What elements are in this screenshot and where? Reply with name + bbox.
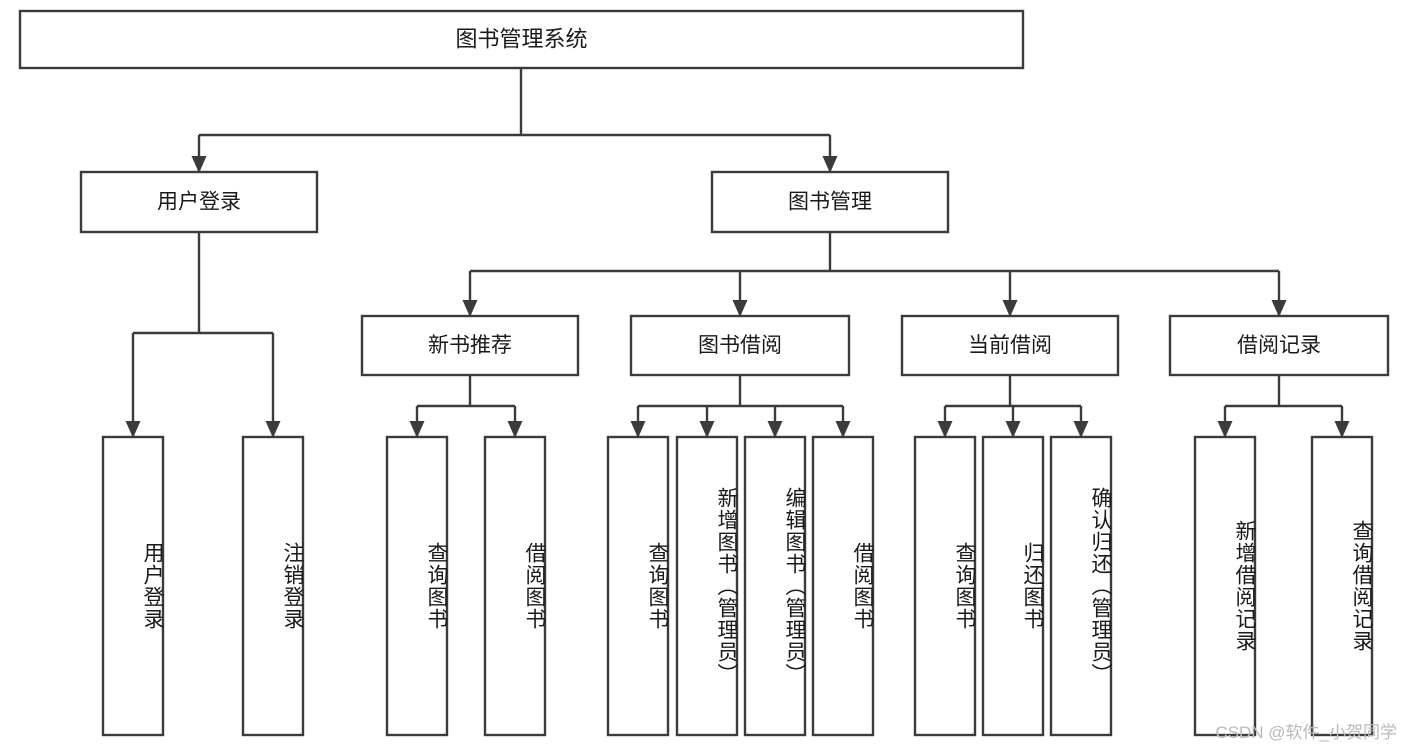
node-box-leaf-user-login[interactable] <box>101 435 165 737</box>
node-label-current-borrow: 当前借阅 <box>968 334 1052 357</box>
arrow-head-icon <box>409 421 425 438</box>
node-box-current-borrow[interactable] <box>900 314 1120 377</box>
node-label-book-management: 图书管理 <box>788 191 872 214</box>
node-box-leaf-borrow-book-2[interactable] <box>811 435 875 737</box>
arrow-head-icon <box>1334 421 1350 438</box>
boxes-layer <box>18 9 1390 737</box>
node-box-leaf-query-record[interactable] <box>1310 435 1374 737</box>
arrow-head-icon <box>125 421 141 438</box>
arrow-head-icon <box>462 300 478 317</box>
arrow-head-icon <box>822 156 838 173</box>
node-label-root: 图书管理系统 <box>455 26 587 51</box>
arrow-head-icon <box>630 421 646 438</box>
node-box-root[interactable] <box>18 9 1025 70</box>
arrow-head-icon <box>835 421 851 438</box>
arrow-head-icon <box>507 421 523 438</box>
node-label-new-book-recommend: 新书推荐 <box>428 334 512 357</box>
node-box-book-management[interactable] <box>710 170 950 234</box>
arrow-head-icon <box>699 421 715 438</box>
node-label-user-login: 用户登录 <box>157 191 241 214</box>
node-box-leaf-edit-book[interactable] <box>743 435 807 737</box>
node-label-book-borrow: 图书借阅 <box>698 334 782 357</box>
node-box-leaf-return-book[interactable] <box>981 435 1045 737</box>
arrow-head-icon <box>732 300 748 317</box>
node-box-leaf-logout[interactable] <box>241 435 305 737</box>
node-box-leaf-query-book-1[interactable] <box>385 435 449 737</box>
connectors-layer <box>125 68 1350 438</box>
node-box-new-book-recommend[interactable] <box>360 314 580 377</box>
arrow-head-icon <box>1005 421 1021 438</box>
arrow-head-icon <box>191 156 207 173</box>
node-box-leaf-query-book-2[interactable] <box>606 435 670 737</box>
csdn-watermark: CSDN @软件_小贺同学 <box>1215 723 1397 742</box>
node-box-borrow-record[interactable] <box>1168 314 1390 377</box>
arrow-head-icon <box>1271 300 1287 317</box>
node-box-book-borrow[interactable] <box>629 314 851 377</box>
arrow-head-icon <box>1002 300 1018 317</box>
node-box-leaf-add-book[interactable] <box>675 435 739 737</box>
node-box-leaf-query-book-3[interactable] <box>913 435 977 737</box>
node-box-leaf-borrow-book-1[interactable] <box>483 435 547 737</box>
arrow-head-icon <box>265 421 281 438</box>
arrow-head-icon <box>1217 421 1233 438</box>
node-box-leaf-confirm-return[interactable] <box>1049 435 1113 737</box>
node-box-user-login[interactable] <box>79 170 319 234</box>
node-box-leaf-add-record[interactable] <box>1193 435 1257 737</box>
arrow-head-icon <box>1073 421 1089 438</box>
node-label-borrow-record: 借阅记录 <box>1237 334 1321 357</box>
arrow-head-icon <box>937 421 953 438</box>
arrow-head-icon <box>767 421 783 438</box>
